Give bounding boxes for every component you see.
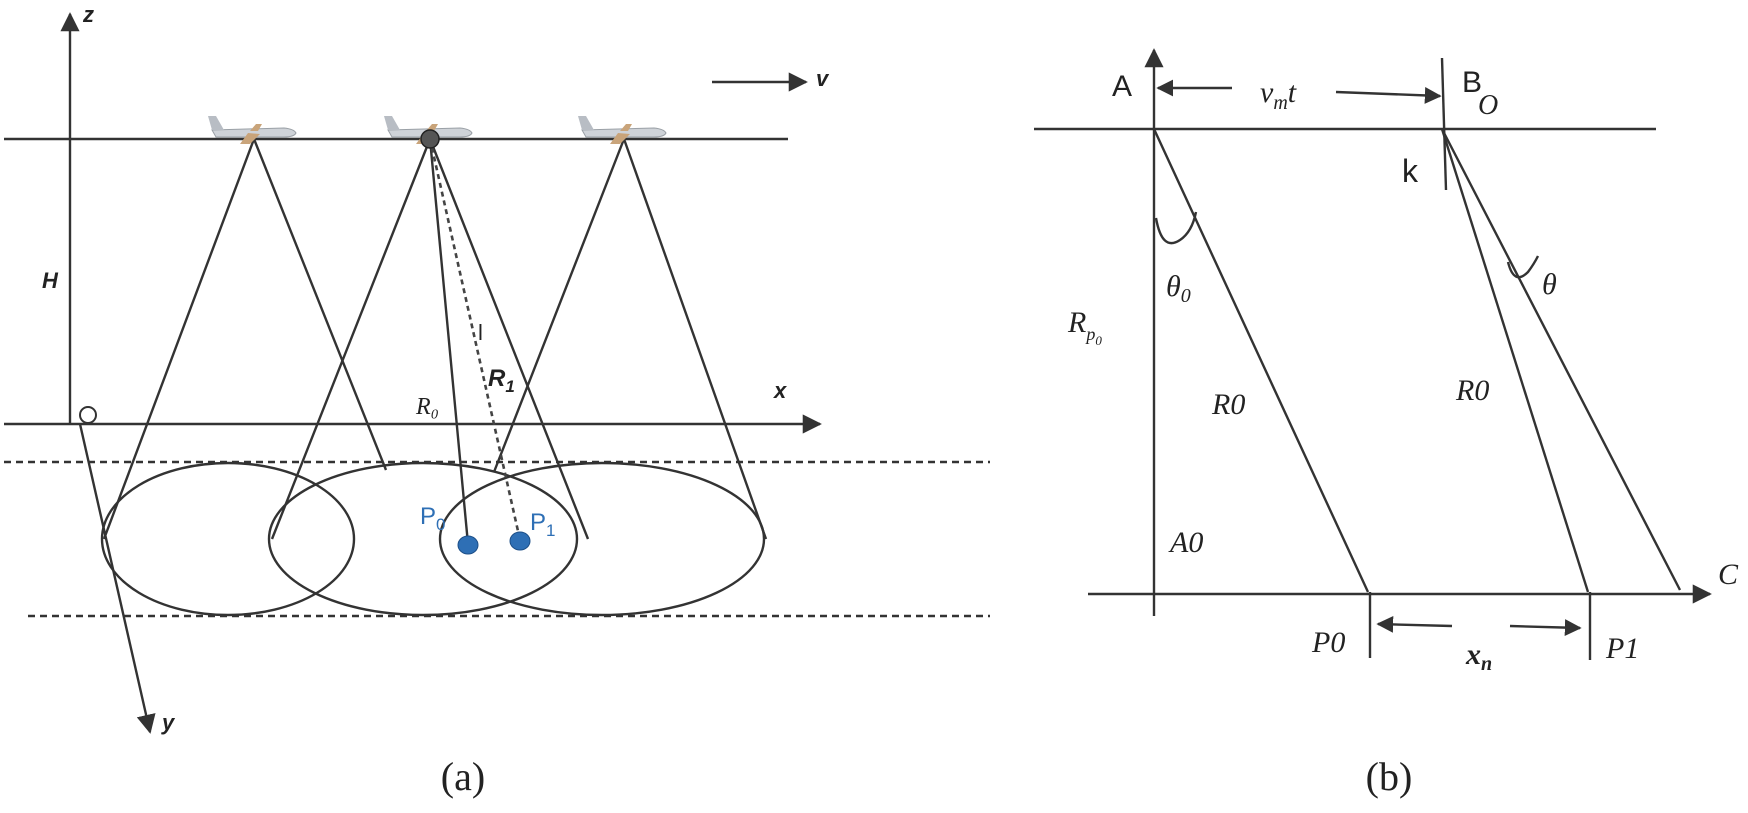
target-point-p0 — [457, 535, 479, 555]
panel-b: A B O vmt k θ0 θ Rp0 R0 R0 A0 C P0 P1 xn… — [1034, 48, 1739, 799]
label-a0: A0 — [1168, 526, 1203, 559]
footprint-center — [267, 461, 579, 617]
label-r1: R1 — [488, 365, 515, 396]
beam-left-1 — [102, 138, 256, 540]
label-y: y — [161, 710, 176, 735]
label-k: k — [1402, 153, 1419, 189]
caption-b: (b) — [1366, 754, 1413, 799]
label-r0-right: R0 — [1455, 374, 1489, 407]
label-r0: R₀ — [415, 394, 439, 420]
beam-right-1 — [492, 138, 626, 473]
b-vertical-segment — [1440, 57, 1448, 191]
label-p0-b: P0 — [1311, 626, 1345, 659]
label-h: H — [42, 268, 59, 293]
footprint-left — [100, 461, 356, 617]
theta0-arc — [1154, 211, 1198, 245]
beam-right-2 — [622, 138, 768, 540]
vmt-arrow-right — [1335, 87, 1442, 104]
label-l: l — [478, 320, 483, 345]
label-xn: xn — [1465, 638, 1492, 675]
range-line-r0 — [428, 138, 470, 545]
y-axis — [78, 423, 156, 734]
beam-center-1 — [270, 138, 432, 540]
beam-left-2 — [252, 138, 388, 471]
label-a: A — [1112, 70, 1132, 103]
label-b: B — [1462, 66, 1482, 99]
label-c: C — [1718, 558, 1739, 591]
xn-arrow-right — [1509, 619, 1582, 636]
beam-center-2 — [428, 138, 590, 540]
xn-arrow-left — [1376, 616, 1453, 633]
label-z: z — [82, 2, 94, 27]
label-v: v — [816, 66, 830, 91]
label-rp0: Rp0 — [1067, 306, 1102, 348]
label-vmt: vmt — [1260, 76, 1297, 114]
label-p0: P0 — [420, 503, 445, 534]
panel-a: z v H x y R₀ l R1 P0 P1 (a) — [4, 2, 990, 799]
caption-a: (a) — [441, 754, 485, 799]
slant-line-a-p0 — [1152, 128, 1370, 593]
slant-line-b-c — [1440, 128, 1682, 591]
origin-circle — [79, 406, 97, 424]
radar-position-dot — [420, 129, 440, 149]
label-p1: P1 — [530, 509, 555, 540]
label-theta0: θ0 — [1166, 270, 1191, 307]
slant-line-b-p1 — [1440, 128, 1590, 593]
target-point-p1 — [509, 531, 531, 551]
label-p1-b: P1 — [1605, 632, 1639, 665]
theta-arc — [1506, 255, 1540, 279]
label-o: O — [1478, 90, 1498, 121]
label-r0-left: R0 — [1211, 388, 1245, 421]
range-line-r1 — [428, 138, 522, 541]
label-x: x — [773, 378, 787, 403]
footprint-right — [438, 461, 766, 617]
label-theta: θ — [1542, 268, 1557, 301]
